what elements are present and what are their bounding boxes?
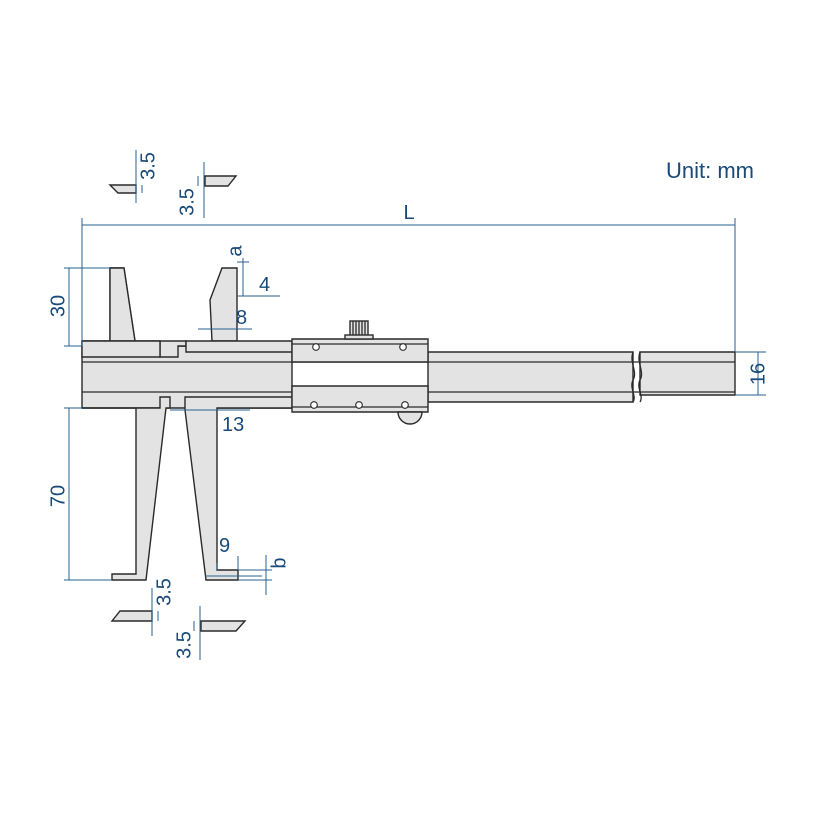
lower-tip-offset-label: b [268,557,290,568]
thumb-knob [344,320,374,340]
upper-right-edge-profile [197,162,238,218]
upper-right-edge-label: 3.5 [176,188,198,216]
beam-height-label: 16 [747,363,769,385]
upper-sliding-jaw [185,267,293,353]
unit-label: Unit: mm [666,158,754,183]
upper-jaw-width-label: 8 [236,307,247,329]
upper-jaw-length-label: 30 [47,295,69,317]
upper-tip-thickness-label: 4 [259,274,270,296]
upper-left-edge-label: 3.5 [137,152,159,180]
lower-right-edge-profile [193,606,247,660]
upper-tip-offset-label: a [224,245,246,257]
lower-tip-width-label: 9 [219,535,230,557]
lower-left-edge-profile [110,588,159,636]
upper-left-edge-profile [108,150,143,203]
lower-left-edge-label: 3.5 [153,578,175,606]
lower-fixed-jaw [82,396,171,581]
length-label: L [403,202,414,224]
fine-adjust-wheel [397,411,423,425]
lower-jaw-length-label: 70 [47,485,69,507]
jaw-gap-label: 13 [222,414,244,436]
upper-fixed-jaw [81,267,187,358]
dimension-lines [64,218,766,595]
slider [291,338,429,413]
lower-right-edge-label: 3.5 [173,631,195,659]
